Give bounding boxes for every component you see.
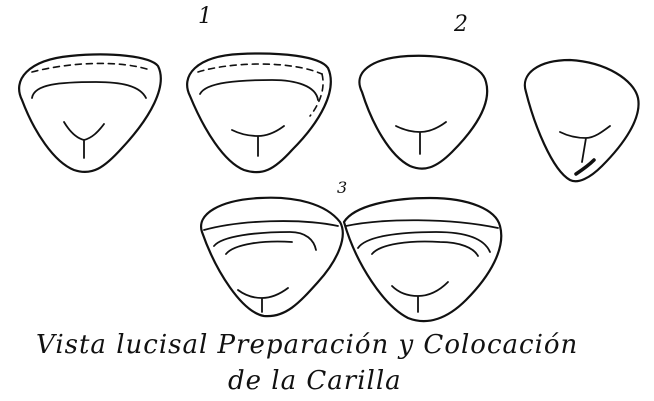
- caption-line-1: Vista lucisal Preparación y Colocación: [36, 332, 578, 358]
- tooth-2b: [525, 60, 639, 181]
- tooth-3a: [201, 198, 343, 316]
- step-2-label: 2: [454, 14, 468, 36]
- tooth-1b: [187, 54, 331, 173]
- tooth-3b: [344, 198, 501, 321]
- step-1-label: 1: [198, 6, 212, 28]
- tooth-2a: [359, 56, 487, 169]
- tooth-1a: [19, 54, 161, 171]
- caption-line-2: de la Carilla: [228, 368, 402, 394]
- step-3-label: 3: [337, 180, 347, 196]
